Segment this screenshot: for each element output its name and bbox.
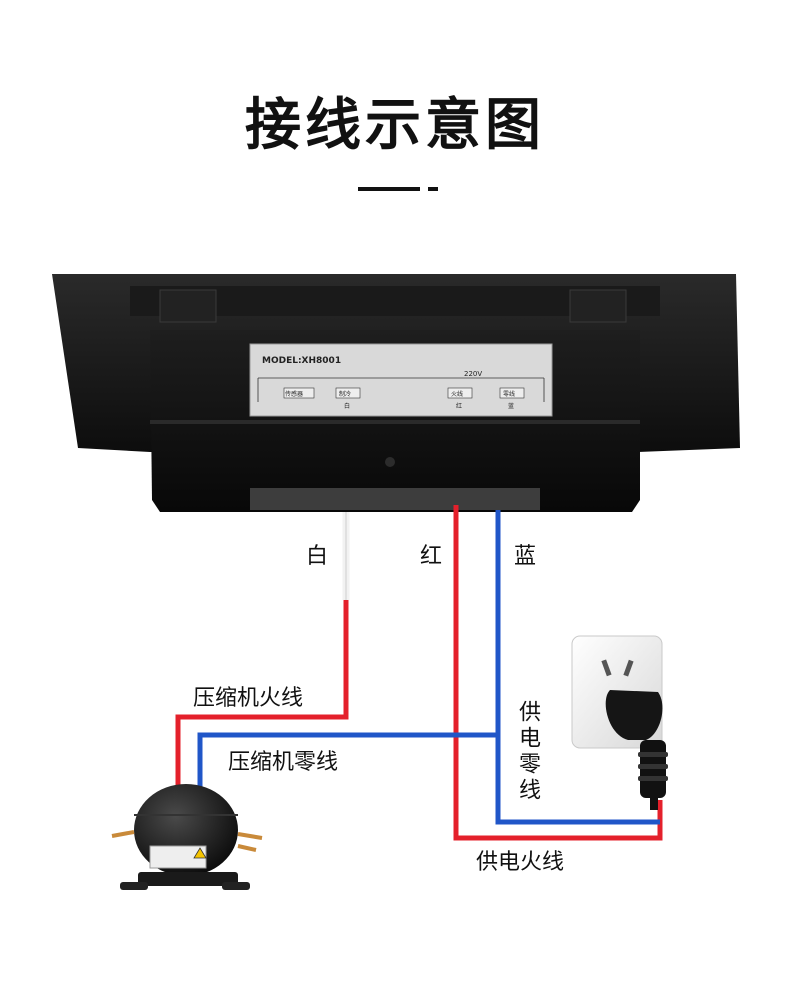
- label-supply-live: 供电火线: [476, 850, 565, 875]
- label-supply-neutral: 供电零线: [515, 700, 540, 804]
- compressor-live-wire: [175, 600, 349, 790]
- compressor-label: [149, 845, 207, 869]
- plate-model: MODEL:XH8001: [262, 356, 341, 366]
- left-clip: [159, 289, 217, 323]
- label-compressor-neutral: 压缩机零线: [228, 750, 339, 775]
- right-clip: [569, 289, 627, 323]
- label-compressor-live: 压缩机火线: [193, 686, 304, 711]
- supply-live-wire: [453, 505, 663, 841]
- label-plate: [249, 343, 553, 417]
- plate-color-white: 白: [344, 402, 350, 410]
- label-white-wire: 白: [306, 544, 329, 569]
- wires: [175, 505, 663, 841]
- label-blue-wire: 蓝: [514, 544, 537, 569]
- plate-terminal-live: 火线: [451, 390, 463, 398]
- compressor: [111, 784, 263, 890]
- wire-exit-slot: [250, 488, 540, 510]
- compressor-base: [138, 872, 238, 886]
- controller-device: MODEL:XH8001 220V 传感器 制冷 火线 零线 白 红 蓝: [52, 274, 740, 512]
- plate-voltage: 220V: [464, 370, 482, 378]
- compressor-neutral-wire: [197, 732, 498, 790]
- power-plug: [605, 690, 668, 810]
- plate-terminal-boxes: [283, 387, 525, 399]
- supply-neutral-wire: [495, 510, 660, 825]
- title-underline: [358, 187, 420, 191]
- label-red-wire: 红: [420, 544, 443, 569]
- title-underline-dot: [428, 187, 438, 191]
- plate-color-red: 红: [456, 402, 462, 410]
- plate-terminal-neutral: 零线: [503, 390, 515, 398]
- plate-terminal-sensor: 传感器: [285, 390, 303, 398]
- plate-terminal-cooling: 制冷: [339, 390, 351, 398]
- plate-color-blue: 蓝: [508, 402, 514, 410]
- diagram-title: 接线示意图: [245, 93, 545, 158]
